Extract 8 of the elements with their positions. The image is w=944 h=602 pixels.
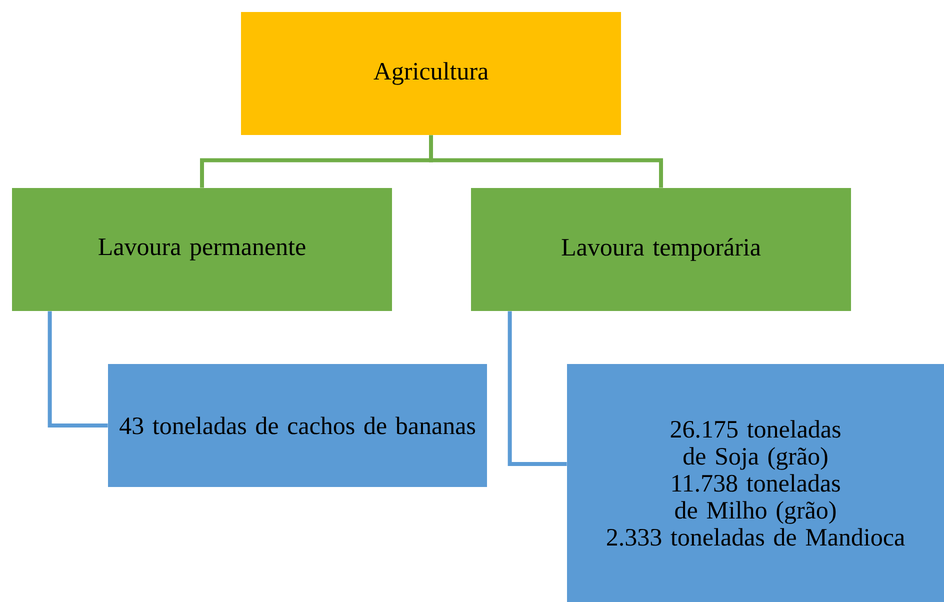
category-box: Lavoura permanente	[12, 188, 392, 311]
category-box: Lavoura temporária	[471, 188, 852, 311]
data-box: 26.175 toneladas de Soja (grão) 11.738 toneladas de Milho (grão) 2.333 toneladas de Mandioca	[567, 364, 944, 602]
connector-line	[48, 311, 108, 428]
connector-line	[429, 135, 663, 188]
category-box: Agricultura	[241, 12, 621, 135]
data-box: 43 toneladas de cachos de bananas	[108, 364, 487, 487]
connector-line	[508, 311, 567, 466]
